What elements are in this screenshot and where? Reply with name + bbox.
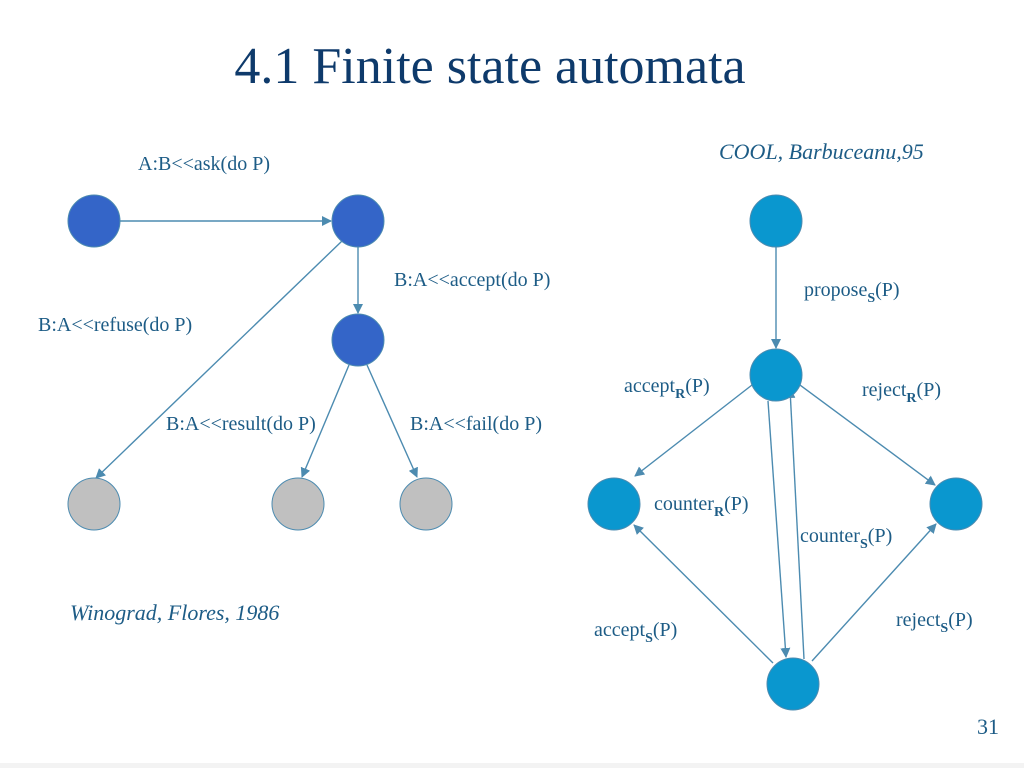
edge-result [300,364,350,478]
edge-fail [366,364,418,478]
edge-accept-r [634,384,753,477]
state-asked [331,194,385,248]
label-ask: A:B<<ask(do P) [138,153,270,175]
state-initial [67,194,121,248]
page-number: 31 [977,714,999,739]
label-fail: B:A<<fail(do P) [410,413,542,435]
state-cool-rejected [929,477,983,531]
state-cool-accepted [587,477,641,531]
edge-reject-s [811,523,937,662]
left-citation: Winograd, Flores, 1986 [70,600,279,625]
label-reject-r: rejectR(P) [862,379,941,406]
label-propose-s: proposeS(P) [804,279,900,306]
label-accept-r: acceptR(P) [624,375,710,402]
label-reject-s: rejectS(P) [896,609,973,636]
label-refuse: B:A<<refuse(do P) [38,314,192,336]
left-automaton: A:B<<ask(do P) B:A<<accept(do P) B:A<<re… [38,153,550,625]
label-counter-r: counterR(P) [654,493,749,520]
footer-band [0,763,1024,768]
state-cool-proposed [749,348,803,402]
right-automaton: proposeS(P) acceptR(P) rejectR(P) counte… [587,139,983,711]
edge-counter-s [785,388,805,660]
edge-accept-s [633,524,774,664]
state-accepted [331,313,385,367]
state-refused [67,477,121,531]
edge-counter-r [767,400,791,658]
label-result: B:A<<result(do P) [166,413,316,435]
label-accept-s: acceptS(P) [594,619,677,646]
slide-title: 4.1 Finite state automata [234,38,746,95]
state-cool-countered [766,657,820,711]
state-failed [399,477,453,531]
state-cool-initial [749,194,803,248]
right-citation: COOL, Barbuceanu,95 [719,139,924,164]
label-accept: B:A<<accept(do P) [394,269,550,291]
edge-reject-r [799,384,936,486]
edge-refuse [95,240,343,479]
label-counter-s: counterS(P) [800,525,892,552]
state-result [271,477,325,531]
